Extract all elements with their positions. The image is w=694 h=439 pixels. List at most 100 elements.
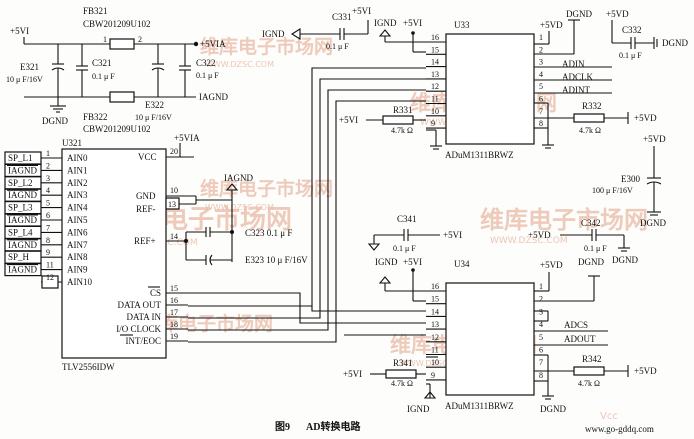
- pin-number: 2: [539, 45, 543, 54]
- pin-name: AIN0: [67, 153, 88, 163]
- e322-value: 10 μ F/16V: [135, 113, 172, 122]
- ferrite-bead-fb322: [109, 91, 135, 103]
- isolator-u33: U33 ADuM1311BRWZ 16151413121110912345678…: [262, 6, 688, 160]
- c332-value: 0.1 μ F: [619, 51, 642, 60]
- u33-part: ADuM1311BRWZ: [445, 150, 514, 160]
- pin-name: AIN6: [67, 227, 88, 237]
- u321-p5via: +5VIA: [174, 133, 200, 143]
- pin-name: AIN5: [67, 215, 88, 225]
- u33-dgnd: DGND: [566, 9, 592, 19]
- u321-ref: U321: [62, 138, 82, 148]
- pin-number: 2: [46, 161, 50, 170]
- pin-number: 3: [46, 174, 50, 183]
- u321-refm-pin: 13: [168, 200, 176, 209]
- fb321-label: FB321: [83, 6, 108, 16]
- footer-vcc: Vcc: [600, 411, 618, 422]
- r332-p5vd: +5VD: [634, 113, 657, 123]
- net-label: SP_L4: [8, 227, 33, 237]
- c332-label: C332: [622, 25, 642, 35]
- u34-dgnd: DGND: [578, 257, 604, 267]
- fb321-pin1: 1: [103, 35, 107, 44]
- c323-label: C323 0.1 μ F: [245, 228, 292, 238]
- r331-p5vi: +5VI: [339, 115, 358, 125]
- c322-value: 0.1 μ F: [196, 71, 219, 80]
- pin-number: 11: [46, 261, 54, 270]
- r341-label: R341: [393, 358, 413, 368]
- pin-number: 17: [170, 308, 178, 317]
- pin-number: 14: [431, 58, 439, 67]
- pin-number: 16: [170, 296, 178, 305]
- pin-number: 6: [46, 211, 50, 220]
- u34-ignd-bottom: IGND: [407, 404, 430, 414]
- c332-p5vd: +5VD: [606, 9, 629, 19]
- pin-number: 9: [431, 119, 435, 128]
- watermark-brand-3: 维库电子市场网: [200, 177, 333, 200]
- c331-label: C331: [332, 12, 352, 22]
- net-label: IAGND: [8, 190, 37, 200]
- pin12-box: [41, 275, 59, 289]
- watermark-site-3: WWW.DZSC.COM: [205, 203, 274, 212]
- resistor-r331: [382, 115, 414, 125]
- pin-name: AIN3: [67, 190, 88, 200]
- pin-number: 6: [539, 346, 543, 355]
- r341-p5vi: +5VI: [343, 369, 362, 379]
- p5vi-label: +5VI: [10, 26, 29, 36]
- net-label: IAGND: [8, 215, 37, 225]
- c341-p5vi: +5VI: [443, 230, 462, 240]
- pin-number: 8: [539, 119, 543, 128]
- net-label: SP_L2: [8, 178, 33, 188]
- u321-gnd-pin: 10: [170, 186, 178, 195]
- watermark-site-5: WWW.DZSC.COM: [490, 236, 568, 246]
- u33-ref: U33: [454, 20, 470, 30]
- c341-value: 0.1 μ F: [393, 244, 416, 253]
- c342-label: C342: [581, 218, 601, 228]
- power-filter-section: +5VI FB321 CBW201209U102 1 2 +5VIA IAGND…: [6, 6, 228, 134]
- e323-label: E323 10 μ F/16V: [245, 255, 308, 265]
- c331-value: 0.1 μ F: [326, 42, 349, 51]
- fb321-part: CBW201209U102: [83, 19, 151, 29]
- u321-body: [61, 148, 167, 359]
- e300-p5vd: +5VD: [643, 134, 666, 144]
- sig-adclk: ADCLK: [562, 72, 593, 82]
- net-label: IAGND: [8, 165, 37, 175]
- r342-p5vd: +5VD: [634, 366, 657, 376]
- pin-number: 4: [539, 70, 543, 79]
- u33-p5vi: +5VI: [403, 18, 422, 28]
- pin-number: 15: [431, 295, 439, 304]
- pin-number: 7: [539, 358, 543, 367]
- pin-name: AIN1: [67, 165, 88, 175]
- u34-dgnd-bottom: DGND: [540, 404, 566, 414]
- c332-dgnd: DGND: [662, 38, 688, 48]
- watermark-site-7: WWW.DZSC.COM: [400, 359, 469, 368]
- u34-p5vd: +5VD: [540, 260, 563, 270]
- net-label: SP_H: [8, 252, 30, 262]
- c342-dgnd: DGND: [612, 255, 638, 265]
- u33-body: [445, 33, 535, 145]
- u34-body: [445, 282, 535, 396]
- pin-number: 19: [170, 332, 178, 341]
- pin-name: AIN4: [67, 203, 88, 213]
- r341-value: 4.7k Ω: [391, 379, 413, 388]
- pin-name: AIN7: [67, 240, 88, 250]
- pin-number: 13: [431, 70, 439, 79]
- r331-label: R331: [393, 105, 413, 115]
- pin-number: 8: [46, 236, 50, 245]
- pin-number: 5: [46, 199, 50, 208]
- pin-number: 12: [431, 82, 439, 91]
- figure-title: AD转换电路: [306, 420, 361, 433]
- pin-number: 6: [539, 95, 543, 104]
- p5via-net: +5VIA: [200, 39, 226, 49]
- pin-number: 15: [431, 45, 439, 54]
- routing-wires: [188, 67, 438, 358]
- c331-p5vi: +5VI: [352, 6, 371, 16]
- pin-number: 5: [539, 82, 543, 91]
- pin-number: 8: [539, 371, 543, 380]
- u321-vcc: VCC: [138, 152, 157, 162]
- pin-number: 4: [46, 186, 50, 195]
- e321-label: E321: [20, 62, 39, 72]
- c321-value: 0.1 μ F: [92, 72, 115, 81]
- u321-refm: REF-: [136, 204, 156, 214]
- pin-number: 3: [539, 58, 543, 67]
